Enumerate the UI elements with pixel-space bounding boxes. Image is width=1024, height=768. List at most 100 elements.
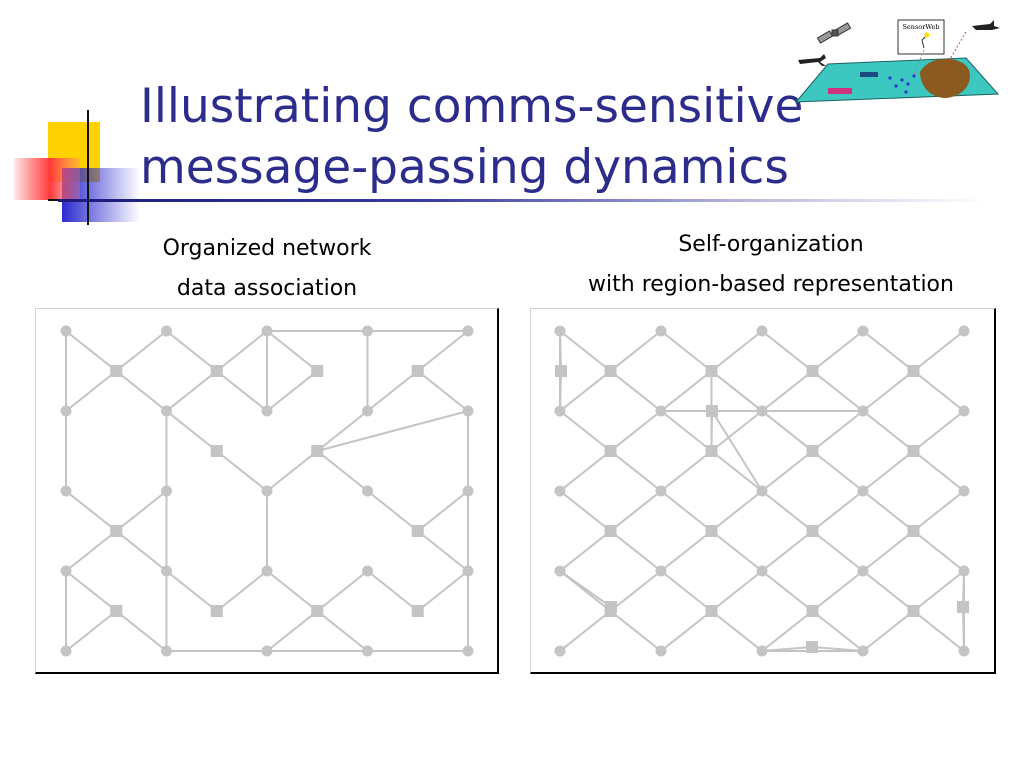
network-link [912,530,965,572]
network-link [115,610,168,652]
airplane-icon [798,54,826,66]
network-link [761,610,814,652]
sensor-node [261,645,273,657]
sensor-node [857,485,869,497]
sensorweb-label-box [897,19,945,55]
network-link [216,450,268,492]
network-link [65,610,117,652]
right-caption: Self-organization with region-based repr… [530,225,1012,305]
network-link [417,370,469,412]
network-link [609,370,662,412]
network-link [559,450,612,492]
network-link [862,490,915,532]
network-link [811,610,864,652]
region-node [806,365,819,377]
network-link [761,490,814,532]
sensor-node [857,645,869,657]
network-link [962,606,965,652]
network-link [65,490,117,532]
network-link [316,450,369,492]
sensor-node [261,565,273,577]
network-link [115,330,168,372]
region-node [907,525,920,537]
network-link [559,330,562,372]
network-link [761,646,813,652]
network-link [266,370,318,412]
sensor-node [958,325,970,337]
region-node [604,365,617,377]
network-link [912,410,965,452]
network-link [660,530,713,572]
title-underline [58,199,988,202]
region-node [110,525,123,537]
region-node [705,445,718,457]
sensor-node [756,485,768,497]
region-node [411,525,424,537]
sensor-node [655,405,667,417]
sensor-node [362,645,373,657]
network-link [711,410,763,492]
network-link [710,530,763,572]
network-link [216,370,268,412]
sensor-node [756,325,768,337]
terrain-region [920,58,970,98]
network-link [559,410,612,452]
network-link [761,330,814,372]
left-caption: Organized network data association [36,229,498,309]
network-link [165,570,218,612]
network-link [609,530,662,572]
network-link [316,570,369,612]
network-link [417,530,469,572]
network-link [761,370,814,412]
network-link [609,330,662,372]
sensor-node [362,325,373,337]
network-link [316,610,369,652]
sensor-node [958,485,970,497]
region-node [604,445,617,457]
network-link [912,330,965,372]
network-link [559,490,612,532]
sensor-node [362,405,373,417]
network-link [761,570,814,612]
network-link [862,530,915,572]
network-link [811,570,864,612]
region-node [210,605,223,617]
sensor-node [161,645,172,657]
network-link [559,370,562,412]
page-title: Illustrating comms-sensitive message-pas… [140,76,804,198]
region-node [605,601,617,613]
sensor-node [362,565,373,577]
sensor-node [60,325,72,337]
sensor-node [261,405,273,417]
network-link [862,330,915,372]
region-node [705,605,718,617]
sensor-node [554,325,566,337]
region-node [957,601,969,613]
drone-icon [972,20,1000,30]
satellite-icon [816,22,852,44]
network-link [65,330,117,372]
network-link [660,490,713,532]
network-link [559,370,612,412]
network-link [165,330,218,372]
network-link [559,570,612,608]
sensor-node [857,565,869,577]
sensor-node [462,325,474,337]
network-link [609,450,662,492]
network-link [366,570,419,612]
network-link [266,450,318,492]
network-link [417,490,469,532]
network-link [862,450,915,492]
network-link [559,530,612,572]
title-line-1: Illustrating comms-sensitive [140,79,804,134]
region-node [806,641,818,653]
network-link [710,410,713,452]
network-link [609,570,662,612]
network-link [660,450,713,492]
region-node [907,605,920,617]
sensor-node [462,565,474,577]
network-link [912,610,965,652]
region-node [210,365,223,377]
sensor-node [161,485,172,497]
network-link [912,570,965,612]
